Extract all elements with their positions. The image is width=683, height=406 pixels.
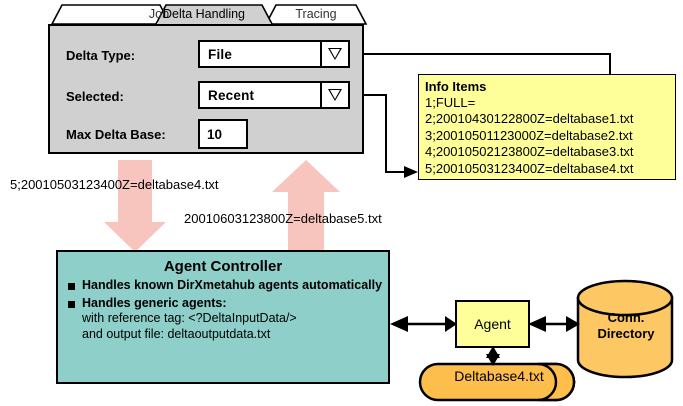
delta-type-label: Delta Type: [66, 48, 136, 63]
arrow-agent-dir-head-right [566, 316, 580, 332]
max-delta-base-label: Max Delta Base: [66, 127, 166, 142]
bullet-item: Handles generic agents: [68, 296, 388, 311]
selected-label: Selected: [66, 89, 124, 104]
info-items-box: Info Items 1;FULL= 2;20010430122800Z=del… [418, 74, 676, 180]
agent-box: Agent [455, 300, 530, 348]
conn-directory-label: Conn. Directory [580, 310, 672, 342]
bullet-square-icon [68, 283, 75, 290]
annotation-left-flow: 5;20010503123400Z=deltabase4.txt [10, 177, 219, 192]
tab-delta-handling[interactable]: Delta Handling [163, 7, 245, 21]
bullet-subtext: and output file: deltaoutputdata.txt [82, 327, 271, 341]
arrow-agent-file-head-down [486, 354, 500, 366]
deltabase-file-label: Deltabase4.txt [454, 368, 544, 384]
info-items-line: 1;FULL= [425, 95, 476, 110]
info-items-line: 4;20010502123800Z=deltabase3.txt [425, 144, 634, 160]
flow-arrow-up [272, 160, 340, 252]
info-items-line: 2;20010430122800Z=deltabase1.txt [425, 111, 634, 127]
chevron-down-icon[interactable] [320, 83, 348, 107]
agent-controller-title: Agent Controller [163, 258, 283, 275]
tab-tracing[interactable]: Tracing [295, 7, 337, 21]
bullet-text: Handles generic agents: [82, 295, 227, 310]
info-items-title: Info Items [425, 79, 487, 94]
selected-value: Recent [208, 87, 255, 103]
arrow-agent-dir-head-left [528, 316, 546, 332]
tabstrip: Job Delta Handling Tracing [48, 3, 368, 25]
bullet-subtext: with reference tag: <?DeltaInputData/> [82, 311, 297, 325]
flow-arrow-down [104, 160, 166, 252]
bullet-text: Handles known DirXmetahub agents automat… [82, 278, 383, 292]
delta-type-dropdown[interactable]: File [198, 40, 350, 68]
bullet-item: Handles known DirXmetahub agents automat… [68, 278, 388, 293]
agent-controller-box: Agent Controller Handles known DirXmetah… [56, 250, 390, 384]
delta-type-value: File [208, 46, 233, 62]
info-items-line: 5;20010503123400Z=deltabase4.txt [425, 160, 634, 176]
selected-dropdown[interactable]: Recent [198, 81, 350, 109]
max-delta-base-input[interactable]: 10 [198, 119, 248, 149]
arrow-ac-agent-head-left [390, 316, 408, 332]
conn-directory-line2: Directory [597, 326, 655, 341]
bullet-square-icon [68, 300, 75, 308]
annotation-right-flow: 20010603123800Z=deltabase5.txt [184, 211, 382, 226]
connector-selected [358, 94, 406, 173]
connector-selected-arrowhead [404, 166, 418, 178]
tab-job[interactable]: Job [148, 7, 170, 21]
info-items-line: 3;20010501123000Z=deltabase2.txt [425, 127, 633, 143]
conn-directory-line1: Conn. [607, 310, 645, 325]
chevron-down-icon[interactable] [320, 42, 348, 66]
delta-handling-panel: Delta Type: File Selected: Recent Max De… [48, 24, 364, 154]
